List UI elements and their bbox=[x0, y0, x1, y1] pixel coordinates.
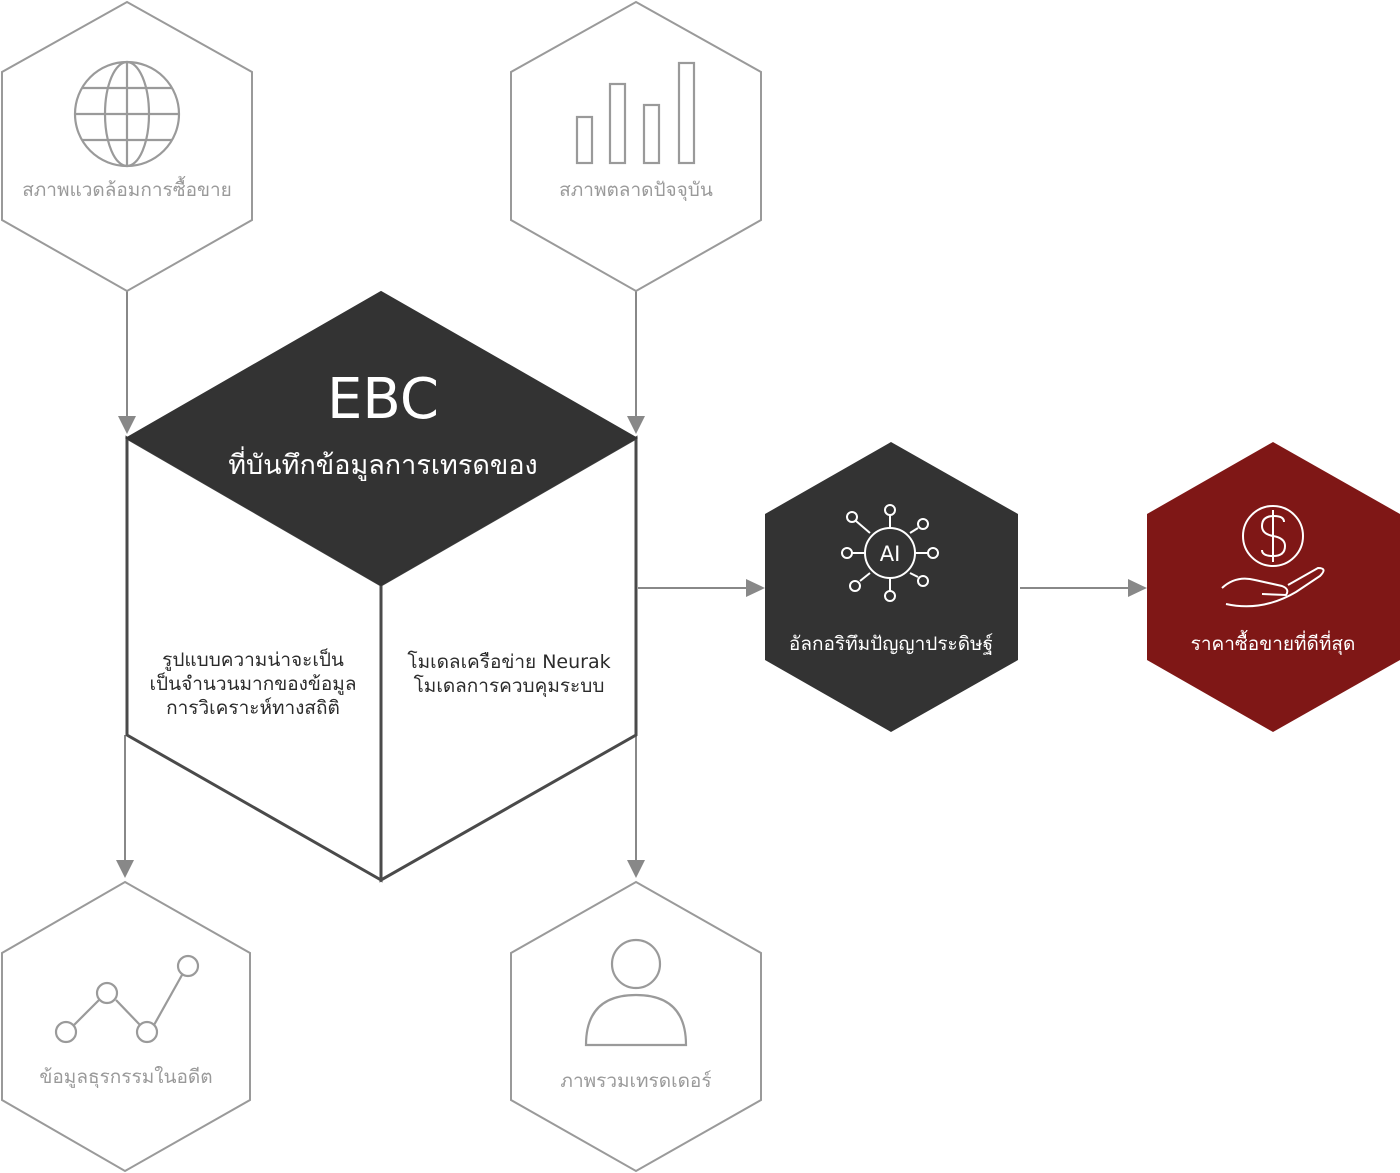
hex-label: สภาพแวดล้อมการซื้อขาย bbox=[22, 176, 232, 201]
hex-label: ราคาซื้อขายที่ดีที่สุด bbox=[1191, 630, 1356, 656]
hex-outline bbox=[510, 880, 762, 1173]
hex-label: อัลกอริทึมปัญญาประดิษฐ์ bbox=[789, 633, 993, 655]
arrowhead-history bbox=[116, 860, 134, 878]
cube-title: EBC bbox=[327, 367, 439, 432]
ai-network-icon bbox=[841, 504, 939, 602]
dollar-hand-icon bbox=[1221, 505, 1325, 608]
arrowhead-price bbox=[1128, 579, 1147, 597]
connectors bbox=[116, 290, 1147, 878]
arrowhead-market bbox=[627, 416, 645, 434]
arrowhead-ai bbox=[746, 579, 765, 597]
bar-chart-icon bbox=[575, 61, 696, 165]
ai-icon-text: AI bbox=[880, 542, 901, 566]
arrowhead-env bbox=[118, 416, 136, 434]
cube-subtitle: ที่บันทึกข้อมูลการเทรดของ bbox=[228, 446, 538, 481]
hex-best-price: ราคาซื้อขายที่ดีที่สุด bbox=[1147, 442, 1400, 732]
ebc-cube: EBC ที่บันทึกข้อมูลการเทรดของ รูปแบบความ… bbox=[124, 290, 639, 883]
cube-left-line-2: เป็นจำนวนมากของข้อมูล bbox=[150, 671, 357, 695]
hex-label: ข้อมูลธุรกรรมในอดีต bbox=[39, 1066, 212, 1089]
hex-fill bbox=[765, 442, 1018, 732]
user-icon bbox=[584, 938, 688, 1047]
hex-trading-environment: สภาพแวดล้อมการซื้อขาย bbox=[1, 0, 253, 293]
globe-icon bbox=[73, 60, 181, 168]
hex-past-transactions: ข้อมูลธุรกรรมในอดีต bbox=[1, 880, 251, 1173]
cube-left-line-3: การวิเคราะห์ทางสถิติ bbox=[166, 697, 340, 719]
hex-outline bbox=[1, 880, 251, 1173]
hex-ai-algorithm: AI อัลกอริทึมปัญญาประดิษฐ์ bbox=[765, 442, 1018, 732]
cube-right-line-2: โมเดลการควบคุมระบบ bbox=[414, 674, 605, 698]
hex-trader-overview: ภาพรวมเทรดเดอร์ bbox=[510, 880, 762, 1173]
line-chart-icon bbox=[54, 954, 200, 1044]
hex-current-market: สภาพตลาดปัจจุบัน bbox=[510, 0, 762, 293]
hex-label: ภาพรวมเทรดเดอร์ bbox=[560, 1070, 711, 1092]
arrowhead-trader bbox=[627, 860, 645, 878]
cube-top-face bbox=[124, 290, 639, 587]
hex-fill bbox=[1147, 442, 1400, 732]
hex-outline bbox=[510, 0, 762, 293]
cube-right-line-1: โมเดลเครือข่าย Neurak bbox=[407, 650, 610, 673]
hex-label: สภาพตลาดปัจจุบัน bbox=[559, 179, 713, 202]
cube-left-line-1: รูปแบบความน่าจะเป็น bbox=[162, 647, 344, 671]
